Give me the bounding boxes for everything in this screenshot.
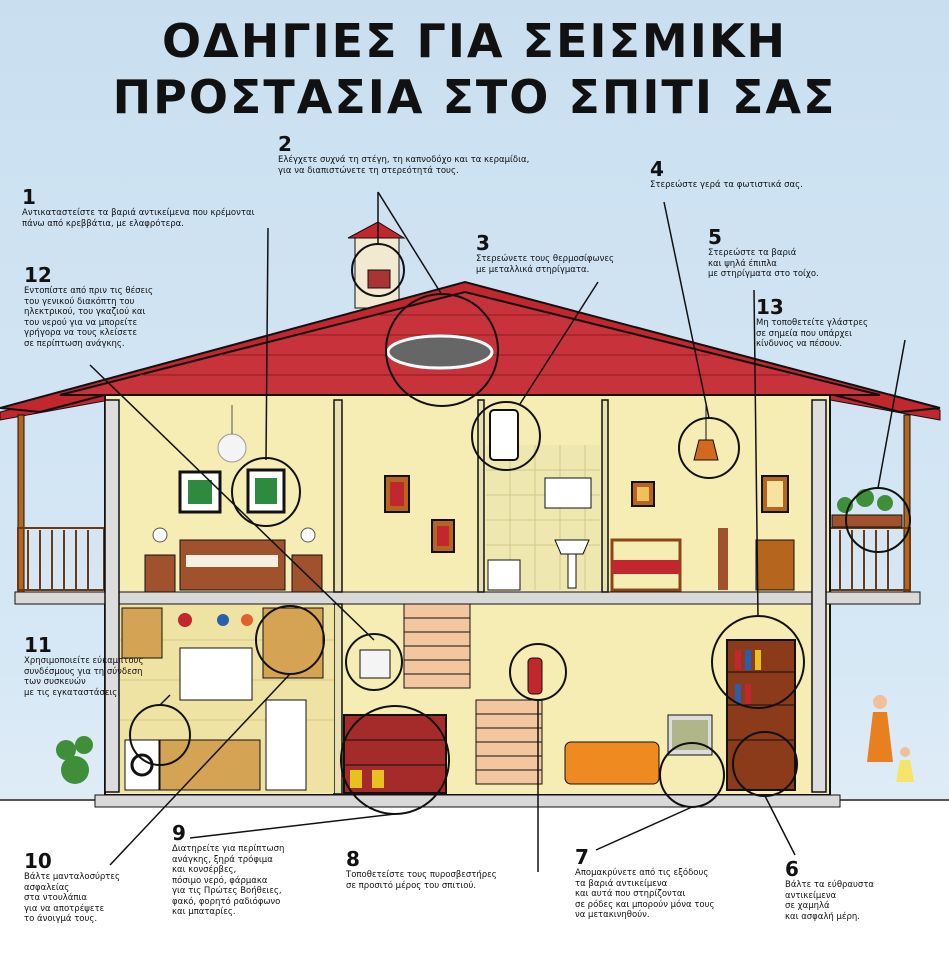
tip-number: 5 (708, 225, 722, 249)
tip-7: 7 Απομακρύνετε από τις εξόδους τα βαριά … (575, 846, 780, 921)
tip-text: Στερεώνετε τους θερμοσίφωνες με μεταλλικ… (476, 254, 614, 275)
tip-text: Στερεώστε γερά τα φωτιστικά σας. (650, 180, 803, 190)
tip-1: 1 Αντικαταστείστε τα βαριά αντικείμενα π… (22, 186, 302, 229)
bush (56, 736, 93, 784)
tip-5: 5 Στερεώστε τα βαριά και ψηλά έπιπλα με … (708, 226, 858, 280)
tip-text: Τοποθετείστε τους πυροσβεστήρες σε προσι… (346, 870, 497, 891)
living-room (564, 639, 796, 791)
ground (0, 800, 949, 960)
title-line-2: ΠΡΟΣΤΑΣΙΑ ΣΤΟ ΣΠΙΤΙ ΣΑΣ (112, 70, 837, 124)
tip-8: 8 Τοποθετείστε τους πυροσβεστήρες σε προ… (346, 848, 566, 891)
kitchen (120, 605, 334, 793)
tip-text: Μη τοποθετείτε γλάστρες σε σημεία που υπ… (756, 318, 869, 349)
tip-number: 2 (278, 132, 292, 156)
tip-text: Αντικαταστείστε τα βαριά αντικείμενα που… (22, 208, 255, 229)
staircase (403, 603, 543, 785)
tip-13: 13 Μη τοποθετείτε γλάστρες σε σημεία που… (756, 296, 916, 350)
tip-number: 11 (24, 633, 52, 657)
bedroom (144, 405, 323, 593)
floor-slab (14, 591, 921, 605)
tip-11: 11 Χρησιμοποιείτε εύκαμπτους συνδέσμους … (24, 634, 184, 698)
tip-number: 12 (24, 263, 52, 287)
tip-number: 7 (575, 845, 589, 869)
tip-12: 12 Εντοπίστε από πριν τις θέσεις του γεν… (24, 264, 214, 349)
tip-text: Απομακρύνετε από τις εξόδους τα βαριά αν… (575, 868, 715, 920)
tip-number: 1 (22, 185, 36, 209)
tip-6: 6 Βάλτε τα εύθραυστα αντικείμενα σε χαμη… (785, 858, 935, 922)
tip-number: 13 (756, 295, 784, 319)
tip-3: 3 Στερεώνετε τους θερμοσίφωνες με μεταλλ… (476, 232, 676, 275)
pantry-shelves (343, 649, 447, 794)
tip-text: Στερεώστε τα βαριά και ψηλά έπιπλα με στ… (708, 248, 819, 279)
base-slab (94, 794, 841, 808)
leader-lines (89, 191, 906, 872)
roof-hole (386, 334, 494, 370)
right-porch (827, 384, 941, 596)
tip-text: Βάλτε τα εύθραυστα αντικείμενα σε χαμηλά… (785, 880, 875, 922)
child-room (610, 402, 795, 592)
tip-number: 9 (172, 821, 186, 845)
tip-2: 2 Ελέγχετε συχνά τη στέγη, τη καπνοδόχο … (278, 133, 638, 176)
tip-text: Βάλτε μανταλοσύρτες ασφαλείας στα ντουλά… (24, 872, 120, 924)
tip-number: 8 (346, 847, 360, 871)
tip-number: 3 (476, 231, 490, 255)
tip-9: 9 Διατηρείτε για περίπτωση ανάγκης, ξηρά… (172, 822, 337, 918)
interior-walls (104, 399, 827, 795)
tip-number: 6 (785, 857, 799, 881)
left-porch (0, 384, 111, 596)
hallway-room (384, 475, 455, 553)
tip-10: 10 Βάλτε μανταλοσύρτες ασφαλείας στα ντο… (24, 850, 164, 925)
tip-text: Διατηρείτε για περίπτωση ανάγκης, ξηρά τ… (172, 844, 285, 917)
tip-4: 4 Στερεώστε γερά τα φωτιστικά σας. (650, 158, 870, 191)
roof-edge (0, 280, 941, 414)
tip-number: 10 (24, 849, 52, 873)
tip-text: Χρησιμοποιείτε εύκαμπτους συνδέσμους για… (24, 656, 144, 698)
title-line-1: ΟΔΗΓΙΕΣ ΓΙΑ ΣΕΙΣΜΙΚΗ (162, 14, 787, 68)
people (867, 695, 914, 782)
fire-extinguisher (527, 657, 543, 695)
tip-text: Εντοπίστε από πριν τις θέσεις του γενικο… (24, 286, 154, 349)
tip-number: 4 (650, 157, 664, 181)
tip-text: Ελέγχετε συχνά τη στέγη, τη καπνοδόχο κα… (278, 155, 530, 176)
